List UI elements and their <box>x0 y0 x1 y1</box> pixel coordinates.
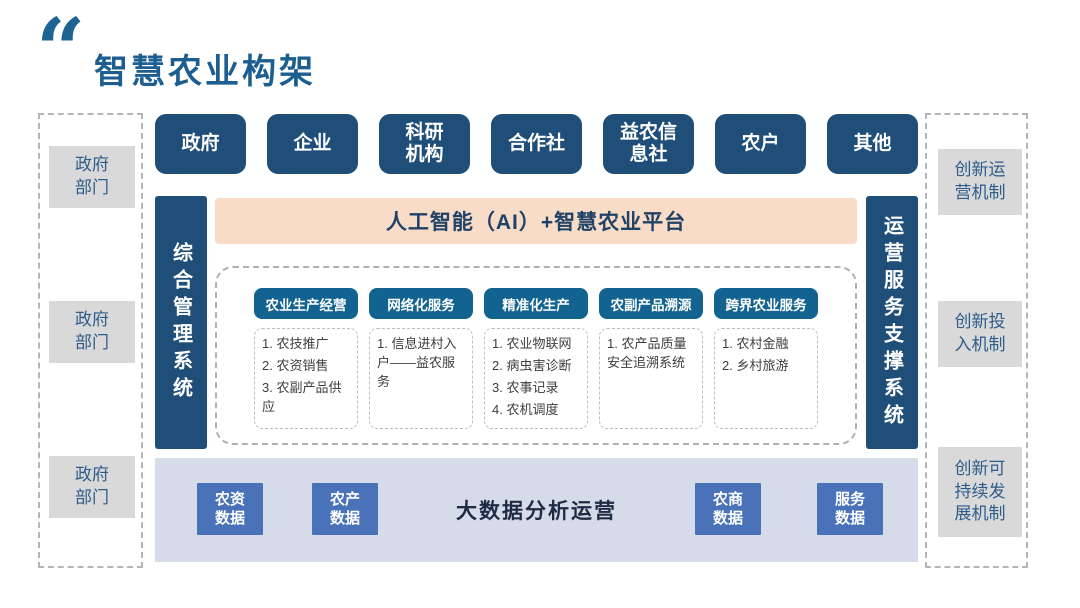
service-item-list: 1. 信息进村入户——益农服务 <box>369 328 473 429</box>
left-government-panel: 政府 部门 政府 部门 政府 部门 <box>38 113 143 568</box>
stakeholder-info-agency: 益农信 息社 <box>603 114 694 174</box>
services-container: 农业生产经营 1. 农技推广 2. 农资销售 3. 农副产品供应 网络化服务 1… <box>215 266 857 445</box>
service-item-list: 1. 农产品质量安全追溯系统 <box>599 328 703 429</box>
service-item: 1. 农产品质量安全追溯系统 <box>607 336 687 370</box>
service-header: 农业生产经营 <box>254 288 358 319</box>
right-innovation-panel: 创新运 营机制 创新投 入机制 创新可 持续发 展机制 <box>925 113 1028 568</box>
government-dept-box: 政府 部门 <box>49 456 135 518</box>
service-item: 1. 农村金融 <box>722 336 789 351</box>
stakeholder-row: 政府 企业 科研 机构 合作社 益农信 息社 农户 其他 <box>155 114 918 174</box>
stakeholder-government: 政府 <box>155 114 246 174</box>
service-item-list: 1. 农村金融 2. 乡村旅游 <box>714 328 818 429</box>
service-header: 网络化服务 <box>369 288 473 319</box>
service-item: 2. 农资销售 <box>262 357 329 373</box>
stakeholder-other: 其他 <box>827 114 918 174</box>
stakeholder-enterprise: 企业 <box>267 114 358 174</box>
service-item: 1. 农业物联网 <box>492 336 572 351</box>
service-item-list: 1. 农业物联网 2. 病虫害诊断 3. 农事记录 4. 农机调度 <box>484 328 588 429</box>
service-column-traceability: 农副产品溯源 1. 农产品质量安全追溯系统 <box>599 288 703 443</box>
bigdata-label: 大数据分析运营 <box>456 500 617 523</box>
service-item: 3. 农副产品供应 <box>262 379 342 414</box>
stakeholder-research: 科研 机构 <box>379 114 470 174</box>
page-title: 智慧农业构架 <box>94 53 316 91</box>
service-item: 2. 乡村旅游 <box>722 357 789 373</box>
service-item-list: 1. 农技推广 2. 农资销售 3. 农副产品供应 <box>254 328 358 429</box>
service-header: 精准化生产 <box>484 288 588 319</box>
data-box-agri-product: 农产 数据 <box>312 483 378 535</box>
service-item: 1. 农技推广 <box>262 336 329 351</box>
data-box-service: 服务 数据 <box>817 483 883 535</box>
service-item: 2. 病虫害诊断 <box>492 357 572 373</box>
innovation-mechanism-box: 创新可 持续发 展机制 <box>938 447 1022 537</box>
management-system-bar: 综合管理系统 <box>155 196 207 449</box>
stakeholder-cooperative: 合作社 <box>491 114 582 174</box>
service-header: 跨界农业服务 <box>714 288 818 319</box>
service-item: 3. 农事记录 <box>492 379 559 395</box>
innovation-mechanism-box: 创新运 营机制 <box>938 149 1022 215</box>
innovation-mechanism-box: 创新投 入机制 <box>938 301 1022 367</box>
service-column-production: 农业生产经营 1. 农技推广 2. 农资销售 3. 农副产品供应 <box>254 288 358 443</box>
bigdata-bar: 大数据分析运营 农资 数据 农产 数据 农商 数据 服务 数据 <box>155 458 918 562</box>
government-dept-box: 政府 部门 <box>49 301 135 363</box>
data-box-agri-supply: 农资 数据 <box>197 483 263 535</box>
ai-platform-banner: 人工智能（AI）+智慧农业平台 <box>215 198 857 244</box>
stakeholder-farmer: 农户 <box>715 114 806 174</box>
service-item: 4. 农机调度 <box>492 401 559 417</box>
government-dept-box: 政府 部门 <box>49 146 135 208</box>
service-column-precision: 精准化生产 1. 农业物联网 2. 病虫害诊断 3. 农事记录 4. 农机调度 <box>484 288 588 443</box>
service-column-network: 网络化服务 1. 信息进村入户——益农服务 <box>369 288 473 443</box>
operation-support-system-bar: 运营服务支撑系统 <box>866 196 918 449</box>
service-column-crossover: 跨界农业服务 1. 农村金融 2. 乡村旅游 <box>714 288 818 443</box>
data-box-agri-commerce: 农商 数据 <box>695 483 761 535</box>
quote-icon: “ <box>36 0 86 101</box>
service-header: 农副产品溯源 <box>599 288 703 319</box>
service-item: 1. 信息进村入户——益农服务 <box>377 336 457 389</box>
